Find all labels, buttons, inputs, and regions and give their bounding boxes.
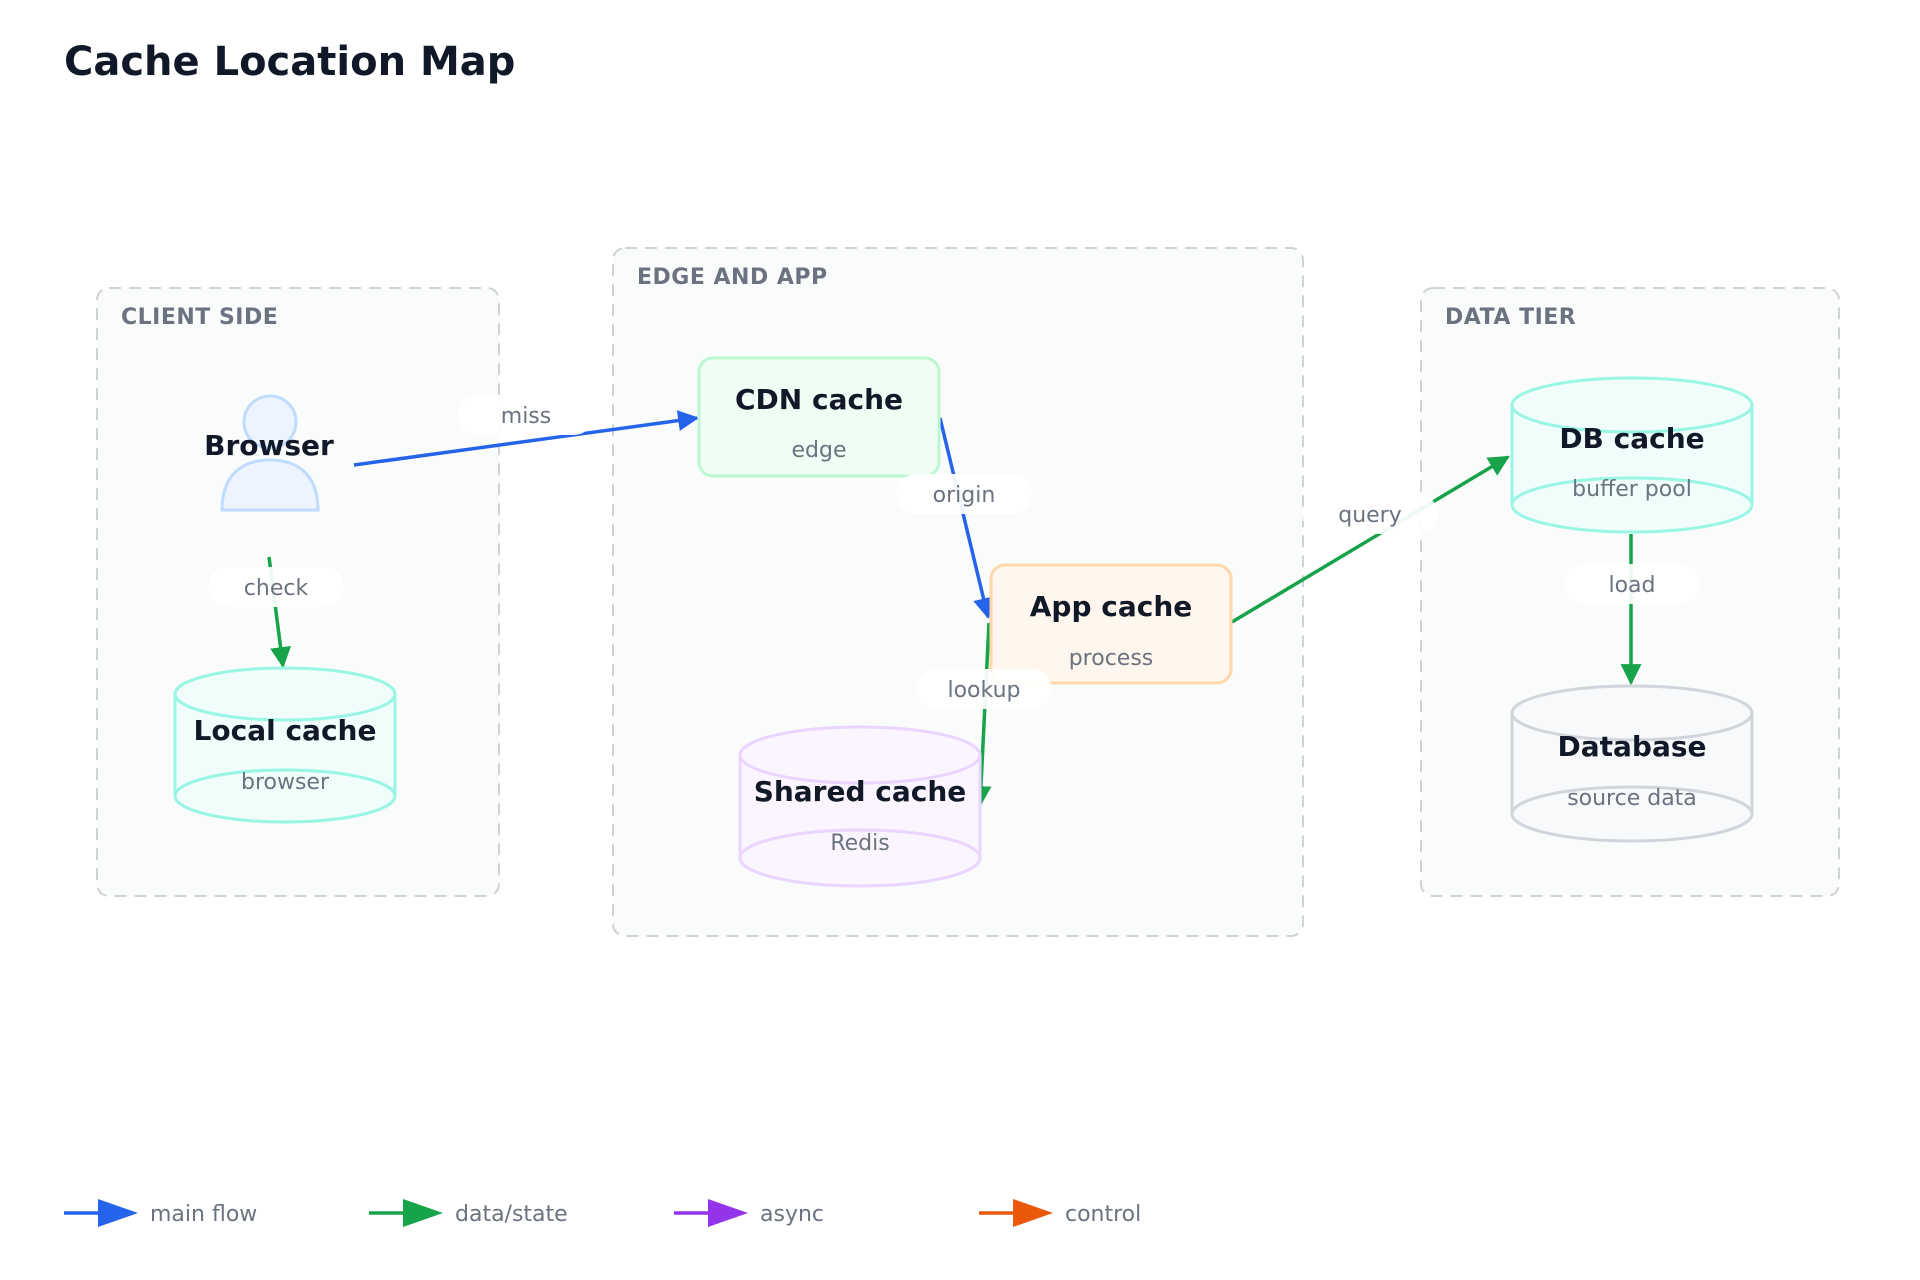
node-db-cache-subtitle: buffer pool [1572,477,1692,502]
svg-text:query: query [1338,503,1402,528]
legend-item-control: control [979,1199,1141,1227]
node-shared-cache-subtitle: Redis [830,831,889,856]
node-local-cache-subtitle: browser [241,770,330,795]
arrow-icon [1013,1199,1053,1227]
edge-query [1231,455,1510,624]
arrow-icon [403,1199,443,1227]
node-cdn-cache-title: CDN cache [735,383,903,416]
group-label-data-tier: DATA TIER [1445,305,1576,330]
group-label-edge-and-app: EDGE AND APP [637,265,828,290]
node-local-cache-title: Local cache [194,714,377,747]
person-icon [220,394,320,512]
svg-text:origin: origin [933,483,996,508]
arrow-icon [708,1199,748,1227]
svg-text:check: check [244,576,309,601]
legend-item-async: async [674,1199,824,1227]
diagram-title: Cache Location Map [64,39,515,85]
legend-label-data-state: data/state [455,1202,568,1227]
node-app-cache-subtitle: process [1069,646,1154,671]
node-app-cache-title: App cache [1030,590,1193,623]
node-app-cache: App cache process [989,563,1233,685]
node-local-cache: Local cache browser [173,666,397,824]
edge-label-query: query [1302,494,1438,534]
svg-text:miss: miss [501,404,551,429]
node-cdn-cache-subtitle: edge [792,438,847,463]
legend-label-main-flow: main flow [150,1202,257,1227]
node-shared-cache-title: Shared cache [754,775,967,808]
node-db-cache: DB cache buffer pool [1510,376,1754,534]
edge-label-lookup: lookup [916,669,1052,709]
node-browser: Browser [204,394,334,512]
node-db-cache-title: DB cache [1559,422,1704,455]
edge-miss [353,410,700,467]
edge-origin [938,417,994,620]
legend-item-data-state: data/state [369,1199,568,1227]
edge-label-load: load [1564,564,1700,604]
node-database: Database source data [1510,684,1754,843]
node-database-subtitle: source data [1567,786,1697,811]
legend-item-main-flow: main flow [64,1199,257,1227]
node-shared-cache: Shared cache Redis [738,725,982,888]
legend: main flow data/state async control [64,1199,1141,1227]
legend-label-async: async [760,1202,824,1227]
edge-label-miss: miss [458,395,594,435]
edge-label-origin: origin [896,474,1032,514]
group-label-client-side: CLIENT SIDE [121,305,278,330]
node-cdn-cache: CDN cache edge [697,356,941,478]
arrow-icon [98,1199,138,1227]
legend-label-control: control [1065,1202,1141,1227]
svg-text:load: load [1608,573,1655,598]
node-database-title: Database [1557,730,1706,763]
svg-text:lookup: lookup [947,678,1020,703]
node-browser-title: Browser [204,429,334,462]
edge-label-check: check [208,567,344,607]
